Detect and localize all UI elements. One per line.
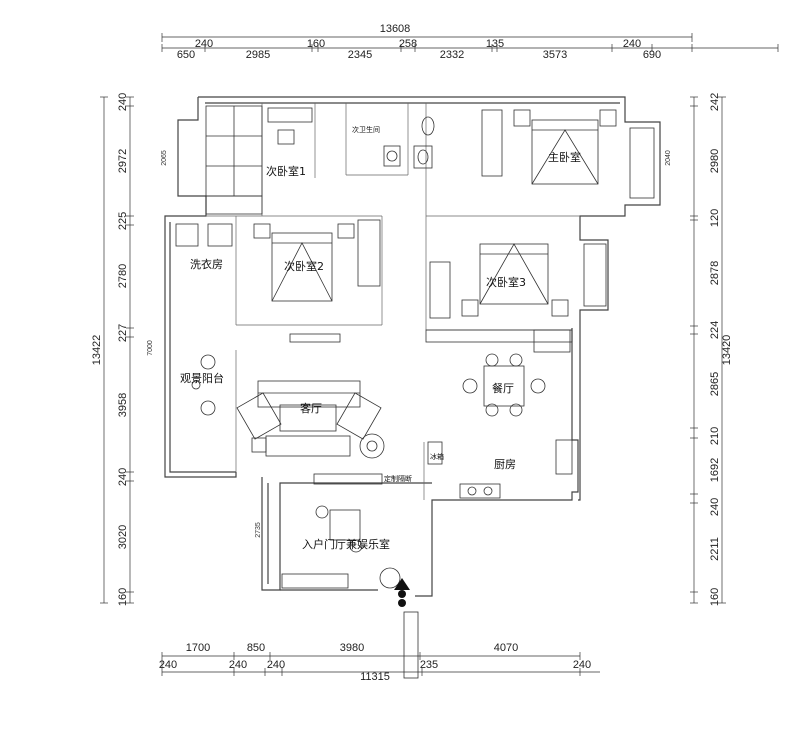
dim-left-2: 2972	[117, 149, 129, 173]
dim-top-left-extra: 650	[177, 49, 195, 61]
inner-dim-4: 2735	[255, 522, 262, 538]
room-living: 客厅	[300, 401, 322, 415]
furniture	[175, 105, 655, 679]
inner-dimensions: 2065 2040 7000 2735	[147, 150, 672, 538]
dim-right-total: 13420	[721, 335, 733, 366]
room-bedroom1: 次卧室1	[266, 164, 306, 178]
dim-top-5: 258	[399, 38, 417, 50]
room-dining: 餐厅	[492, 381, 514, 395]
room-bath2: 次卫生间	[352, 125, 380, 134]
room-kitchen: 厨房	[494, 458, 516, 471]
room-balcony: 观景阳台	[180, 371, 224, 385]
dim-bottom-9: 235	[420, 659, 438, 671]
dim-right-7: 210	[709, 427, 721, 445]
dim-right-9: 240	[709, 498, 721, 516]
dim-top-3: 160	[307, 38, 325, 50]
dim-bottom-7: 240	[267, 659, 285, 671]
dim-right-6: 2865	[709, 372, 721, 396]
dim-top-6: 2332	[440, 49, 464, 61]
dim-right-1: 242	[709, 93, 721, 111]
inner-dim-2: 2040	[665, 150, 672, 166]
dim-bottom-10: 240	[573, 659, 591, 671]
dim-right-4: 2878	[709, 261, 721, 285]
dim-top-2: 2985	[246, 49, 270, 61]
dim-bottom-4: 4070	[494, 642, 518, 654]
dim-left-8: 3020	[117, 525, 129, 549]
dim-top-7: 135	[486, 38, 504, 50]
right-dimensions: 13420 242 2980 120 2878 224 2865 210 169…	[690, 93, 733, 606]
left-dimensions: 13422 240 2972 225 2780 227 3958 240 302…	[91, 93, 134, 606]
inner-dim-1: 2065	[161, 150, 168, 166]
room-bedroom3: 次卧室3	[486, 275, 526, 289]
dim-bottom-5: 240	[159, 659, 177, 671]
dim-top-right-extra: 690	[643, 49, 661, 61]
dim-left-7: 240	[117, 468, 129, 486]
label-fridge: 冰箱	[430, 452, 444, 461]
label-partition: 定制隔断	[384, 474, 412, 483]
dim-top-4: 2345	[348, 49, 372, 61]
dim-left-total: 13422	[91, 335, 103, 366]
dim-bottom-8: 11315	[360, 671, 390, 683]
bottom-dimensions: 1700 850 3980 4070 240 240 240 11315 235…	[159, 642, 600, 683]
room-master: 主卧室	[548, 150, 581, 164]
dim-right-3: 120	[709, 209, 721, 227]
dim-right-2: 2980	[709, 149, 721, 173]
room-labels: 次卧室1 次卫生间 主卧室 洗衣房 次卧室2 次卧室3 观景阳台 客厅 餐厅 厨…	[180, 125, 581, 551]
dim-bottom-6: 240	[229, 659, 247, 671]
dim-right-5: 224	[709, 321, 721, 339]
dim-right-11: 160	[709, 588, 721, 606]
dim-bottom-1: 1700	[186, 642, 210, 654]
dim-right-10: 2211	[709, 537, 721, 561]
inner-dim-3: 7000	[147, 340, 154, 356]
dim-bottom-2: 850	[247, 642, 265, 654]
dim-top-9: 240	[623, 38, 641, 50]
dim-top-total: 13608	[380, 23, 411, 35]
dim-top-1: 240	[195, 38, 213, 50]
top-dimensions: 13608 240 2985 160 2345 258 2332 135 357…	[161, 23, 779, 61]
dim-top-8: 3573	[543, 49, 567, 61]
dim-right-8: 1692	[709, 458, 721, 482]
dim-left-6: 3958	[117, 393, 129, 417]
walls	[164, 96, 661, 597]
room-laundry: 洗衣房	[190, 257, 223, 271]
dim-left-9: 160	[117, 588, 129, 606]
room-bedroom2: 次卧室2	[284, 259, 324, 273]
room-entrance: 入户门厅兼娱乐室	[302, 537, 390, 551]
dim-left-3: 225	[117, 212, 129, 230]
dim-left-5: 227	[117, 324, 129, 342]
dim-left-1: 240	[117, 93, 129, 111]
dim-left-4: 2780	[117, 264, 129, 288]
dim-bottom-3: 3980	[340, 642, 364, 654]
entry-arrow-icon	[394, 578, 410, 607]
